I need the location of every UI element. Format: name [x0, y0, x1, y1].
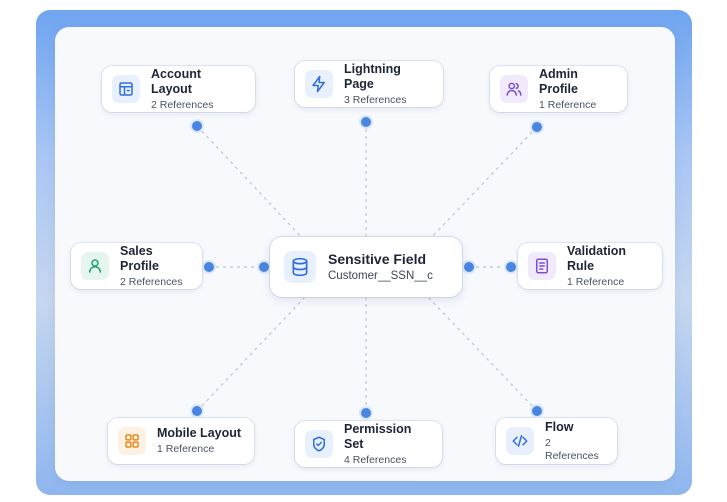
users-icon — [500, 75, 528, 103]
node-title: Sales Profile — [120, 243, 159, 273]
node-references: 3 References — [344, 93, 407, 106]
dot-sales-profile — [202, 260, 216, 274]
lightning-icon — [305, 70, 333, 98]
node-validation-rule[interactable]: Validation Rule 1 Reference — [518, 243, 662, 289]
shield-icon — [305, 430, 333, 458]
node-title: Lightning Page — [344, 61, 401, 91]
center-node-title: Sensitive Field — [328, 250, 427, 267]
node-mobile-layout[interactable]: Mobile Layout 1 Reference — [108, 418, 254, 464]
connector-account-layout — [196, 125, 306, 242]
dot-lightning-page — [359, 115, 373, 129]
center-node-sensitive-field[interactable]: Sensitive Field Customer__SSN__c — [270, 237, 462, 297]
node-lightning-page[interactable]: Lightning Page 3 References — [295, 61, 443, 107]
dot-center-left — [257, 260, 271, 274]
dot-permission-set — [359, 406, 373, 420]
connector-admin-profile — [427, 126, 538, 242]
document-icon — [528, 252, 556, 280]
node-admin-profile[interactable]: Admin Profile 1 Reference — [490, 66, 627, 112]
node-title: Permission Set — [344, 421, 412, 451]
node-references: 4 References — [344, 453, 407, 466]
node-references: 2 References — [120, 275, 183, 288]
dot-validation-rule — [504, 260, 518, 274]
node-title: Validation Rule — [567, 243, 627, 273]
code-icon — [506, 427, 534, 455]
grid-icon — [118, 427, 146, 455]
database-icon — [284, 251, 316, 283]
connector-mobile-layout — [196, 296, 306, 412]
node-references: 2 References — [545, 436, 599, 462]
node-account-layout[interactable]: Account Layout 2 References — [102, 66, 255, 112]
node-references: 1 Reference — [157, 443, 215, 456]
center-node-subtitle: Customer__SSN__c — [328, 269, 433, 282]
node-references: 1 Reference — [539, 98, 597, 111]
node-title: Flow — [545, 419, 574, 434]
dot-flow — [530, 404, 544, 418]
node-title: Admin Profile — [539, 66, 578, 96]
node-title: Account Layout — [151, 66, 201, 96]
node-references: 1 Reference — [567, 275, 625, 288]
connector-flow — [427, 296, 538, 412]
dot-mobile-layout — [190, 404, 204, 418]
dot-center-right — [462, 260, 476, 274]
node-permission-set[interactable]: Permission Set 4 References — [295, 421, 442, 467]
dot-account-layout — [190, 119, 204, 133]
user-icon — [81, 252, 109, 280]
layout-icon — [112, 75, 140, 103]
node-sales-profile[interactable]: Sales Profile 2 References — [71, 243, 202, 289]
dot-admin-profile — [530, 120, 544, 134]
node-title: Mobile Layout — [157, 426, 242, 441]
node-references: 2 References — [151, 98, 214, 111]
node-flow[interactable]: Flow 2 References — [496, 418, 617, 464]
